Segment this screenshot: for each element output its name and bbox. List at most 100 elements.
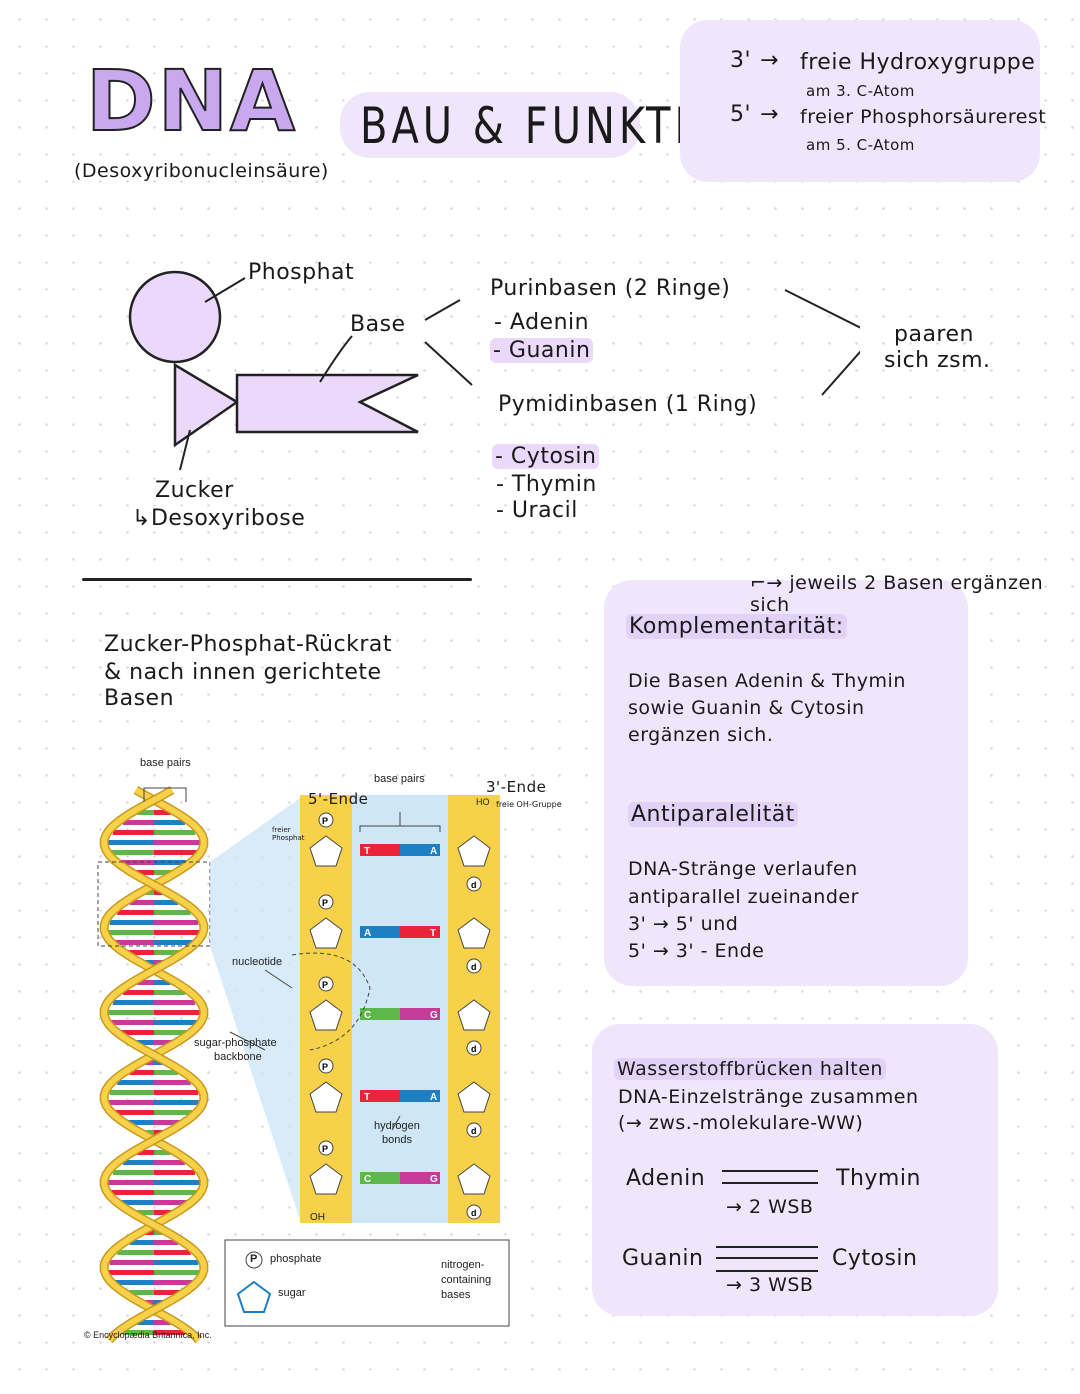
label-phosphat: Phosphat: [248, 260, 355, 285]
helix-rung: [109, 850, 154, 855]
helix-rung: [154, 820, 185, 825]
pair2-bonds: [716, 1246, 818, 1272]
pair2-left: Guanin: [622, 1246, 704, 1271]
label-hydrogen-2: bonds: [382, 1134, 412, 1146]
deoxy-letter: d: [471, 962, 477, 972]
pyrimidine-uracil: - Uracil: [496, 498, 578, 523]
helix-rung: [154, 840, 200, 845]
komp-note-text: jeweils 2 Basen ergänzen sich: [750, 572, 1044, 616]
helix-rung: [154, 1030, 191, 1035]
anti-text-1: DNA-Stränge verlaufen: [628, 858, 858, 880]
helix-rung: [137, 810, 154, 815]
helix-rung: [117, 1030, 154, 1035]
ends-box: [680, 20, 1040, 182]
base-t: [360, 1090, 400, 1102]
phosphate-circle: [318, 1058, 334, 1074]
phosphate-circle: [466, 958, 482, 974]
sugar-pentagon: [457, 917, 491, 949]
sugar-pentagon: [457, 835, 491, 867]
helix-rung: [109, 1090, 154, 1095]
helix-rung: [145, 890, 154, 895]
pair1-note: → 2 WSB: [726, 1196, 814, 1218]
komp-text-3: ergänzen sich.: [628, 724, 774, 746]
label-nucleotide: nucleotide: [232, 956, 283, 968]
figure-credit: © Encyclopædia Britannica, Inc.: [84, 1330, 212, 1340]
helix-rung: [109, 1260, 154, 1265]
purine-adenin: - Adenin: [494, 310, 590, 335]
helix-rung: [129, 870, 154, 875]
phosphate-circle: [466, 1122, 482, 1138]
helix-rung: [145, 1230, 154, 1235]
base-t: [400, 926, 440, 938]
helix-rung: [154, 950, 185, 955]
arrow-icon: ↳: [132, 506, 151, 531]
helix-strand: [101, 787, 207, 1343]
desoxyribose-text: Desoxyribose: [150, 506, 306, 531]
helix-rung: [154, 1180, 200, 1185]
sugar-pentagon: [309, 835, 343, 867]
phosphate-circle: [466, 876, 482, 892]
end-5-line1: freier Phosphorsäurerest: [800, 106, 1047, 128]
end-3-prime: 3': [730, 48, 752, 73]
helix-rung: [137, 980, 154, 985]
sugar-pentagon: [457, 1081, 491, 1113]
helix-rung: [154, 1010, 200, 1015]
komplementaritaet-box: [604, 580, 968, 986]
sugar-pentagon: [309, 1163, 343, 1195]
helix-rung: [129, 1210, 154, 1215]
helix-rung: [154, 850, 199, 855]
helix-rung: [154, 1170, 196, 1175]
hbonds-text-3: (→ zws.-molekulare-WW): [618, 1112, 864, 1134]
helix-rung: [154, 810, 171, 815]
base-a: [400, 844, 440, 856]
pairing-line1: paaren: [894, 322, 974, 347]
helix-rung: [154, 1280, 196, 1285]
pair2-right: Cytosin: [832, 1246, 918, 1271]
legend-bases-2: containing: [441, 1274, 492, 1286]
legend-phosphate: phosphate: [270, 1253, 322, 1265]
helix-rung: [108, 930, 154, 935]
dna-figure: TAPdATPdCGPdTAPdCGPdTACG: [97, 786, 510, 1344]
helix-rung: [154, 940, 196, 945]
helix-rung: [129, 900, 154, 905]
helix-rung: [123, 1120, 154, 1125]
phosphate-letter: P: [322, 980, 328, 990]
label-3-end: 3'-Ende: [486, 778, 547, 796]
helix-rung: [123, 1160, 154, 1165]
label-desoxyribose: ↳Desoxyribose: [132, 506, 305, 531]
helix-rung: [154, 1060, 163, 1065]
backbone-note-2: & nach innen gerichtete: [104, 660, 382, 685]
helix-rung: [108, 1100, 154, 1105]
end-5-arrow: →: [760, 102, 779, 127]
label-backbone-1: sugar-phosphate: [194, 1037, 277, 1049]
legend-bases-3: bases: [441, 1289, 471, 1301]
helix-rung: [154, 1240, 179, 1245]
end-5-line2: am 5. C-Atom: [806, 136, 915, 154]
phosphate-circle: [318, 976, 334, 992]
label-hydrogen-1: hydrogen: [374, 1120, 420, 1132]
helix-rung: [154, 830, 196, 835]
phosphate-circle: [128, 270, 222, 364]
phosphate-circle: [318, 894, 334, 910]
helix-rung: [123, 990, 154, 995]
pair1-bonds: [722, 1170, 818, 1184]
sugar-pentagon: [309, 1081, 343, 1113]
helix-rung: [154, 1020, 199, 1025]
helix-rung: [112, 1170, 154, 1175]
sugar-triangle: [173, 362, 240, 448]
helix-rung: [154, 990, 185, 995]
helix-rung: [137, 1320, 154, 1325]
helix-rung: [154, 1210, 179, 1215]
phosphate-letter: P: [322, 816, 328, 826]
helix-rung: [154, 1190, 199, 1195]
helix-rung: [117, 1200, 154, 1205]
deoxy-letter: d: [471, 1208, 477, 1218]
label-base-pairs-top: base pairs: [374, 773, 425, 785]
komp-note-1: ⌐→ jeweils 2 Basen ergänzen sich: [750, 572, 1044, 616]
hbonds-text-1: Wasserstoffbrücken halten: [614, 1058, 886, 1080]
phosphate-circle: [466, 1040, 482, 1056]
label-base-pairs-left: base pairs: [140, 757, 191, 769]
helix-rung: [154, 1200, 191, 1205]
helix-rung: [154, 1230, 163, 1235]
base-letter: T: [430, 928, 436, 939]
